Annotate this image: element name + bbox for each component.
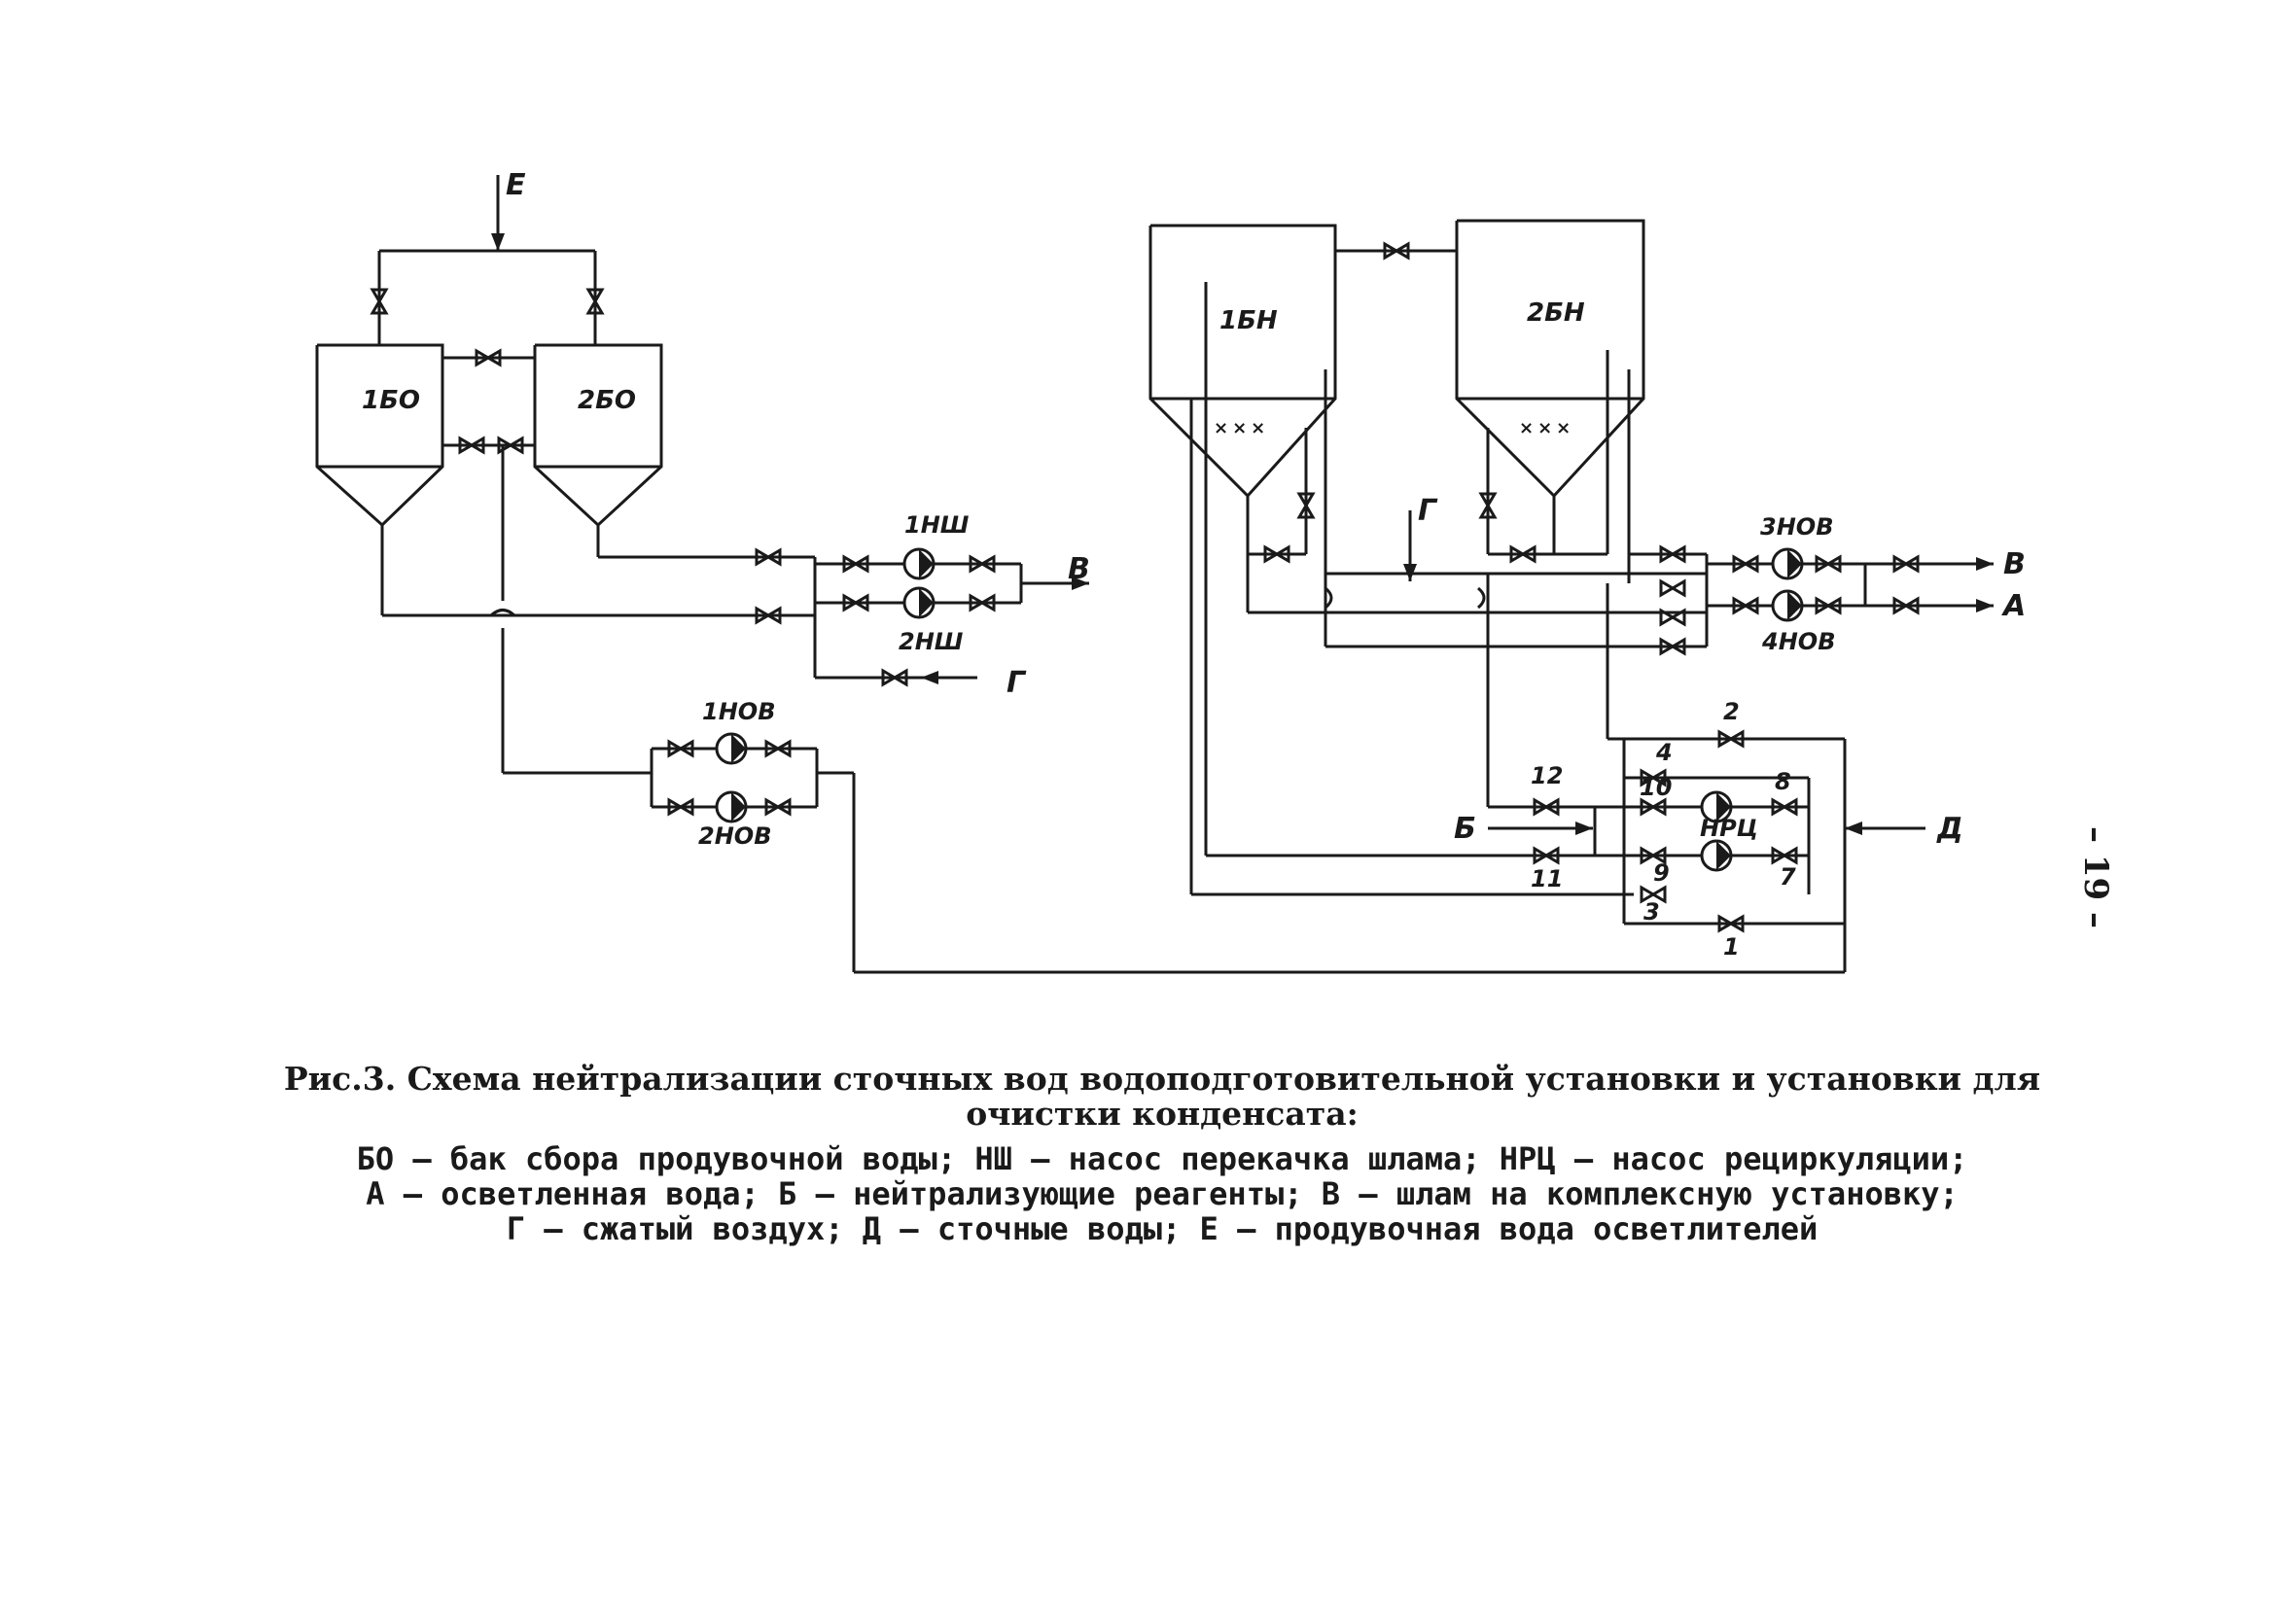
figure-caption-title: Рис.3. Схема нейтрализации сточных вод в… [224,1062,2101,1132]
out-v-arrow [1976,557,1994,571]
label-pump-1nsh: 1НШ [904,511,970,539]
tank-1bn: 1БН ××× [1148,224,1337,499]
label-pump-1nov: 1НОВ [702,698,775,725]
air-out-arrow-left [921,671,938,684]
out-a-arrow [1976,599,1994,612]
label-valve-10: 10 [1640,774,1672,801]
pump-1nov[interactable] [715,732,748,765]
label-blowdown-in: Е [506,168,526,202]
tank-1bo: 1БО [315,343,444,528]
label-out-v: В [2003,547,2026,581]
legend-line-1: БО – бак сбора продувочной воды; НШ – на… [356,1140,1968,1177]
label-sludge-out-left: В [1068,552,1090,586]
label-valve-3: 3 [1643,898,1660,926]
label-valve-8: 8 [1775,768,1791,795]
label-air-in-right: Г [1418,494,1438,528]
label-valve-7: 7 [1780,863,1796,891]
tank-1bo-label: 1БО [362,386,420,415]
label-out-a: А [2001,589,2026,623]
tank-2bn-grate: ××× [1519,418,1574,438]
reagent-in-arrow [1575,821,1593,835]
pump-1nsh[interactable] [902,547,936,580]
figure-legend: БО – бак сбора продувочной воды; НШ – на… [224,1141,2101,1246]
label-air-out-left: Г [1007,666,1027,700]
pump-3nov[interactable] [1771,547,1804,580]
label-valve-9: 9 [1653,859,1670,887]
sludge-out-arrow-left [1072,577,1089,590]
tank-1bn-grate: ××× [1214,418,1269,438]
air-in-arrow-right [1403,564,1417,581]
legend-line-2: А – осветленная вода; Б – нейтрализующие… [366,1175,1959,1212]
tank-2bo-label: 2БО [578,386,636,415]
label-pump-3nov: 3НОВ [1760,513,1833,541]
label-reagent-in: Б [1454,812,1476,846]
tank-2bo: 2БО [533,343,663,528]
pump-2nov[interactable] [715,790,748,823]
label-valve-2: 2 [1723,698,1740,725]
valve-manifold-2[interactable] [1659,579,1686,597]
tank-1bn-label: 1БН [1219,306,1278,335]
label-valve-11: 11 [1531,865,1563,892]
label-pump-nrts: НРЦ [1700,815,1758,842]
label-wastewater-in: Д [1936,812,1963,846]
pump-nrts-upper[interactable] [1700,790,1733,823]
right-piping [1189,249,1969,926]
page-number-text: – 19 – [2076,826,2115,928]
page-number: – 19 – [2076,787,2154,928]
pump-4nov[interactable] [1771,589,1804,622]
label-pump-2nsh: 2НШ [899,628,964,655]
blowdown-inlet-arrow [491,233,505,251]
label-valve-12: 12 [1531,762,1563,789]
tank-2bn: 2БН ××× [1455,219,1645,499]
wastewater-in-arrow [1845,821,1862,835]
label-pump-2nov: 2НОВ [698,822,771,850]
tank-2bn-label: 2БН [1527,298,1585,328]
label-valve-4: 4 [1655,739,1673,766]
legend-line-3: Г – сжатый воздух; Д – сточные воды; Е –… [506,1210,1819,1247]
figure-caption-text: Рис.3. Схема нейтрализации сточных вод в… [283,1060,2041,1133]
label-pump-4nov: 4НОВ [1761,628,1835,655]
pump-nrts-lower[interactable] [1700,839,1733,872]
label-valve-1: 1 [1723,933,1740,961]
pump-2nsh[interactable] [902,586,936,619]
